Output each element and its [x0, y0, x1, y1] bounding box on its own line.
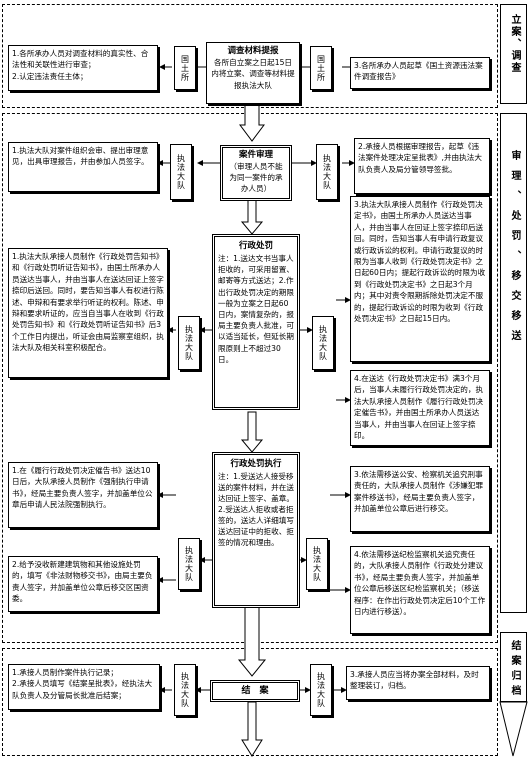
investigation-report-text: 3.各所承办人员起草《国土资源违法案件调查报告》	[354, 61, 483, 82]
review-center-box: 案件审理 （审理人员不能为同一案件的承办人员）	[220, 145, 292, 201]
review-title: 案件审理	[238, 150, 273, 160]
review-approval-text: 2.承接人员根据审理报告，起草《违法案件处理决定呈批表》,并由执法大队负责人及局…	[358, 142, 482, 174]
review-dept-left: 执法大队	[170, 144, 192, 200]
closing-record-text: 1.承接人员制作案件执行记录； 2.承接人员填写《结案呈批表》，经执法大队负责人…	[12, 668, 153, 700]
review-meeting-text: 1.执法大队对案件组织会审、提出审理意见，出具审理报告，并由参加人员签字。	[12, 146, 149, 167]
execution-discipline-note: 4.依法需移送纪检监察机关追究责任的，大队承接人员制作《行政处分建议书》，经局主…	[350, 546, 490, 634]
stage-label-investigation: 立案、调查	[509, 14, 520, 74]
closing-center-box: 结 案	[210, 680, 300, 702]
review-approval-note: 2.承接人员根据审理报告，起草《违法案件处理决定呈批表》,并由执法大队负责人及局…	[354, 138, 490, 194]
execution-center-text: 注：1.受送达人接受移送的案件材料，并在送达回证上签字、盖章。 2.受送达人拒收…	[218, 472, 294, 547]
closing-title: 结 案	[241, 685, 269, 696]
investigation-title: 调查材料提报	[227, 46, 279, 56]
investigation-center-text: 各所自立案之日起15日内将立案、调查等材料提报执法大队	[211, 58, 295, 90]
penalty-reminder-note: 4.在送达《行政处罚决定书》满3个月后，当事人未履行行政处罚决定的，执法大队承接…	[350, 370, 490, 446]
penalty-notice-note: 1.执法大队承接人员制作《行政处罚告知书》和《行政处罚听证告知书》，由国土所承办…	[8, 248, 168, 378]
closing-dept-left: 执法大队	[174, 664, 196, 716]
penalty-decision-note: 3.执法大队承接人员制作《行政处罚决定书》，由国土所承办人员送达当事人，并由当事…	[350, 196, 490, 362]
execution-discipline-text: 4.依法需移送纪检监察机关追究责任的，大队承接人员制作《行政处分建议书》，经局主…	[354, 550, 486, 617]
stage-bar-review	[500, 113, 527, 613]
execution-confiscation-text: 2.给予没收新建建筑物和其他设施处罚的，填写《非法财物移交书》，由局主要负责人签…	[12, 560, 153, 604]
investigation-center-box: 调查材料提报 各所自立案之日起15日内将立案、调查等材料提报执法大队	[206, 42, 300, 104]
closing-record-note: 1.承接人员制作案件执行记录； 2.承接人员填写《结案呈批表》，经执法大队负责人…	[8, 664, 160, 710]
investigation-review-note: 1.各所承办人员对调查材料的真实性、合法性和关联性进行审查； 2.认定违法责任主…	[8, 45, 158, 91]
closing-archive-note: 3.承接人员应当将办案全部材料，及时整理装订，归档。	[346, 666, 490, 700]
execution-police-text: 3.依法需移送公安、检察机关追究刑事责任的，大队承接人员制作《涉嫌犯罪案件移送书…	[354, 470, 484, 514]
penalty-dept-right: 执法大队	[312, 316, 334, 370]
stage-label-review: 审理、处罚、移交移送	[509, 150, 520, 350]
execution-court-text: 1.在《履行行政处罚决定催告书》送达10日后，大队承接人员制作《强制执行申请书》…	[12, 466, 153, 510]
penalty-center-box: 行政处罚 注：1.送达文书当事人拒收的，可采用留置、邮寄等方式送达；2.作出行政…	[212, 234, 300, 410]
review-dept-right: 执法大队	[316, 144, 338, 200]
execution-confiscation-note: 2.给予没收新建建筑物和其他设施处罚的，填写《非法财物移交书》，由局主要负责人签…	[8, 556, 158, 612]
execution-court-note: 1.在《履行行政处罚决定催告书》送达10日后，大队承接人员制作《强制执行申请书》…	[8, 462, 158, 528]
stage-bar-closing	[500, 632, 527, 702]
investigation-dept-right: 国土所	[310, 46, 332, 90]
execution-dept-left: 执法大队	[178, 538, 200, 590]
penalty-dept-left: 执法大队	[178, 316, 200, 370]
closing-archive-text: 3.承接人员应当将办案全部材料，及时整理装订，归档。	[350, 670, 479, 691]
penalty-title: 行政处罚	[238, 241, 273, 251]
stage-bar-investigation	[500, 4, 527, 104]
investigation-report-note: 3.各所承办人员起草《国土资源违法案件调查报告》	[350, 57, 490, 89]
penalty-notice-text: 1.执法大队承接人员制作《行政处罚告知书》和《行政处罚听证告知书》，由国土所承办…	[12, 252, 164, 353]
investigation-review-text: 1.各所承办人员对调查材料的真实性、合法性和关联性进行审查； 2.认定违法责任主…	[12, 49, 149, 81]
penalty-reminder-text: 4.在送达《行政处罚决定书》满3个月后，当事人未履行行政处罚决定的，执法大队承接…	[354, 374, 484, 441]
execution-police-note: 3.依法需移送公安、检察机关追究刑事责任的，大队承接人员制作《涉嫌犯罪案件移送书…	[350, 466, 490, 532]
investigation-dept-left: 国土所	[174, 46, 196, 90]
execution-center-box: 行政处罚执行 注：1.受送达人接受移送的案件材料，并在送达回证上签字、盖章。 2…	[212, 452, 300, 608]
review-meeting-note: 1.执法大队对案件组织会审、提出审理意见，出具审理报告，并由参加人员签字。	[8, 142, 158, 192]
penalty-decision-text: 3.执法大队承接人员制作《行政处罚决定书》，由国土所承办人员送达当事人，并由当事…	[354, 200, 486, 324]
penalty-center-text: 注：1.送达文书当事人拒收的，可采用留置、邮寄等方式送达；2.作出行政处罚决定的…	[218, 254, 294, 364]
execution-dept-right: 执法大队	[306, 538, 328, 590]
closing-dept-right: 执法大队	[310, 664, 332, 716]
stage-label-closing: 结案归档	[509, 640, 520, 700]
review-center-text: （审理人员不能为同一案件的承办人员）	[229, 162, 283, 193]
execution-title: 行政处罚执行	[230, 459, 282, 469]
